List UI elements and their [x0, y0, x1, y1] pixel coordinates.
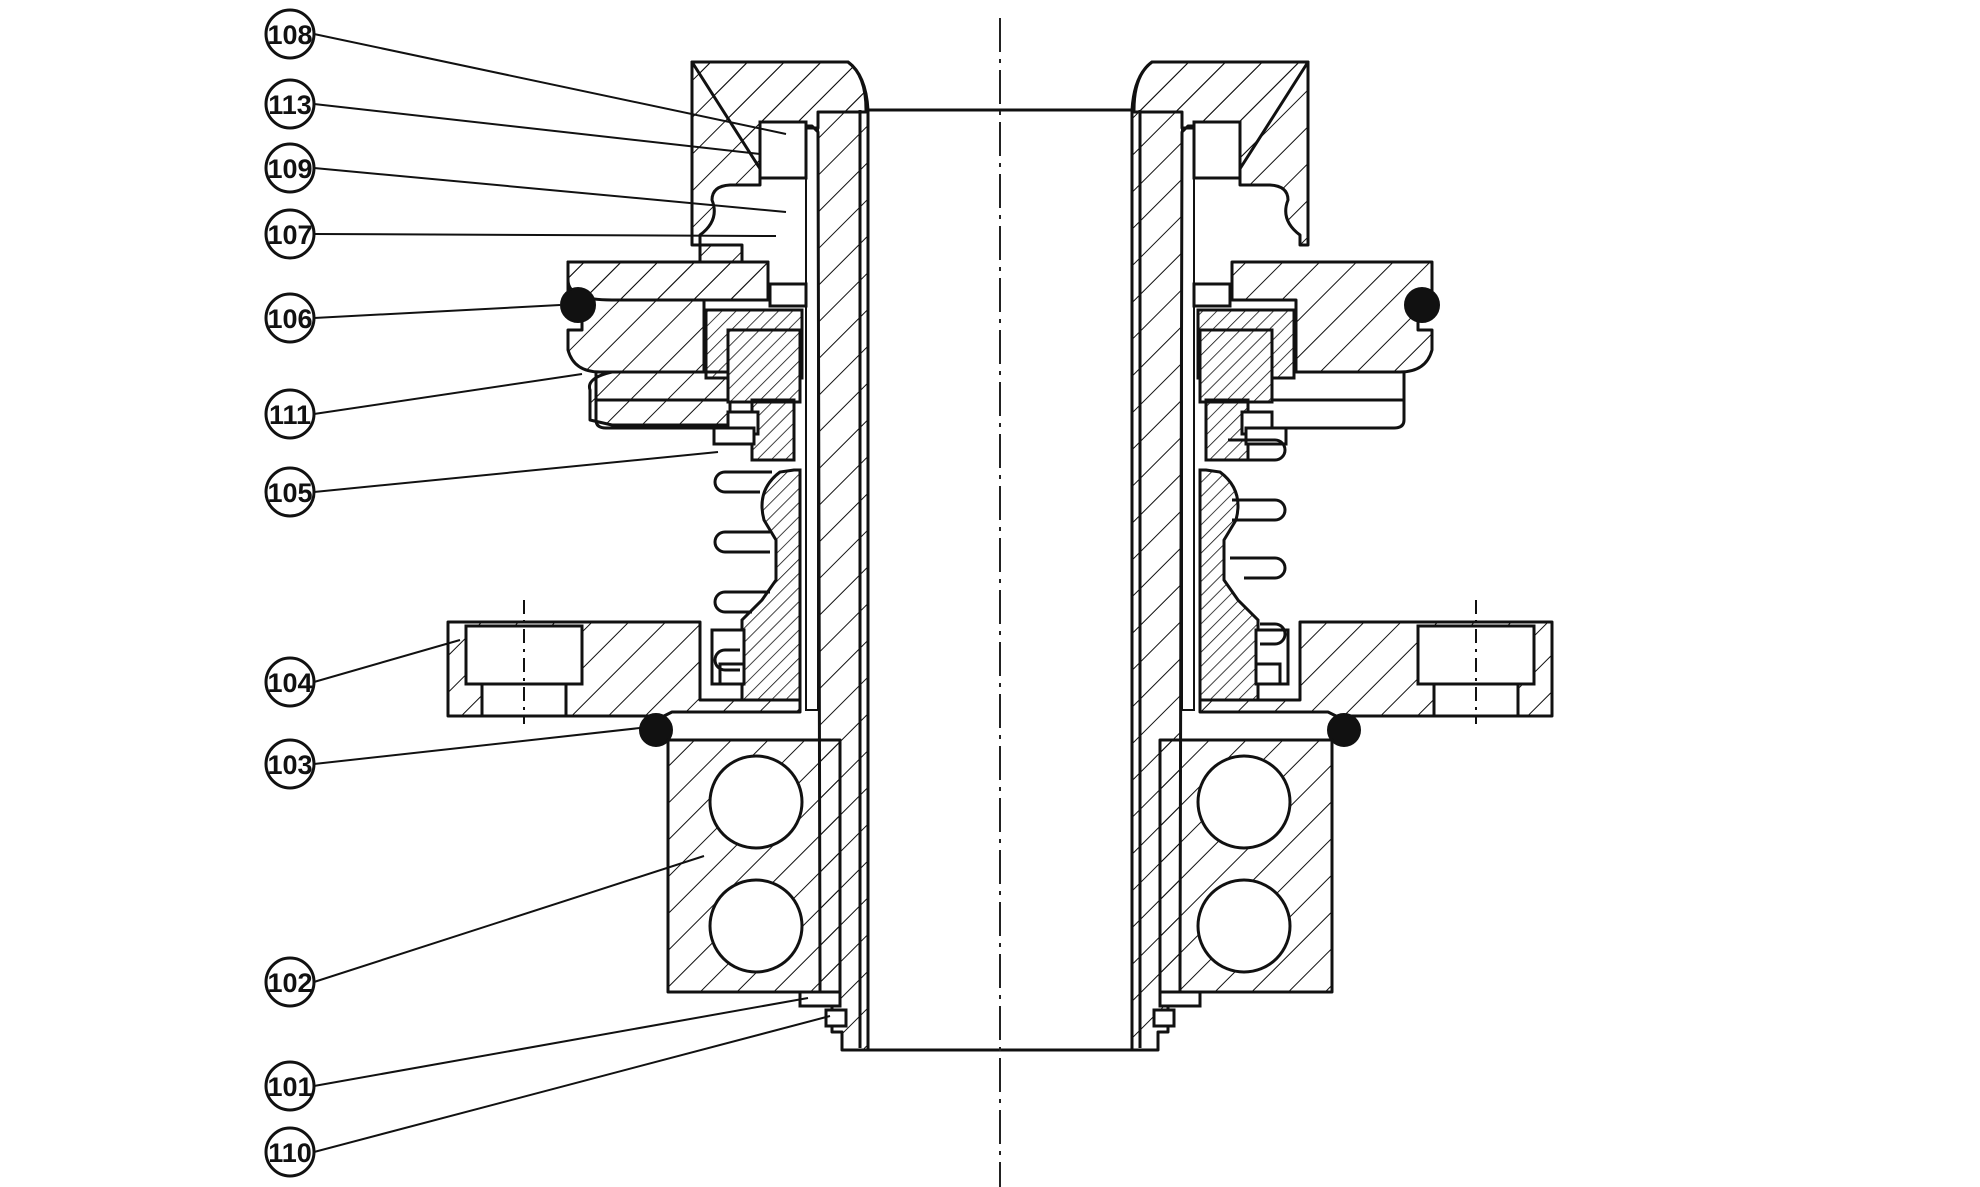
callout-113-label: 113: [268, 90, 312, 120]
spring-holder-left: [710, 468, 802, 702]
callout-106: 106: [264, 292, 316, 344]
callout-113: 113: [264, 78, 316, 130]
callout-108-label: 108: [267, 20, 312, 50]
spring-holder-right: [1198, 468, 1290, 702]
callout-110-label: 110: [268, 1138, 312, 1168]
gland-flange-left: [566, 243, 770, 430]
top-collar-right: [1132, 60, 1310, 247]
o-ring-106-left: [560, 287, 596, 323]
callout-106-label: 106: [267, 304, 312, 334]
callout-107: 107: [264, 208, 316, 260]
callout-108: 108: [264, 8, 316, 60]
seal-face-assembly-right: [1192, 282, 1296, 462]
callout-105-label: 105: [267, 478, 312, 508]
base-flange-left: [446, 600, 802, 724]
callout-107-label: 107: [267, 220, 312, 250]
callout-110: 110: [264, 1126, 316, 1178]
callout-109-label: 109: [267, 154, 312, 184]
callout-104: 104: [264, 656, 316, 708]
seal-face-assembly-left: [704, 282, 808, 462]
callout-104-label: 104: [267, 668, 312, 698]
callout-105: 105: [264, 466, 316, 518]
o-ring-103-right: [1327, 713, 1361, 747]
base-flange-right: [1198, 600, 1554, 724]
callout-111: 111: [264, 388, 316, 440]
callout-109: 109: [264, 142, 316, 194]
callout-102: 102: [264, 956, 316, 1008]
bearing-housing-right: [1152, 738, 1334, 1028]
callout-103-label: 103: [267, 750, 312, 780]
gland-flange-right: [1230, 260, 1434, 430]
leader-lines: [313, 33, 831, 1153]
inner-sleeve-left: [805, 128, 819, 711]
o-ring-106-right: [1404, 287, 1440, 323]
inner-sleeve-right: [1181, 128, 1195, 711]
spring-coils-right: [1228, 438, 1287, 646]
bearing-housing-left: [666, 738, 848, 1028]
callout-102-label: 102: [267, 968, 312, 998]
top-collar-left: [690, 60, 868, 247]
spring-coils-left: [713, 470, 772, 672]
callout-101: 101: [264, 1060, 316, 1112]
callout-111-label: 111: [269, 400, 311, 430]
callout-101-label: 101: [267, 1072, 312, 1102]
o-ring-103-left: [639, 713, 673, 747]
callout-103: 103: [264, 738, 316, 790]
